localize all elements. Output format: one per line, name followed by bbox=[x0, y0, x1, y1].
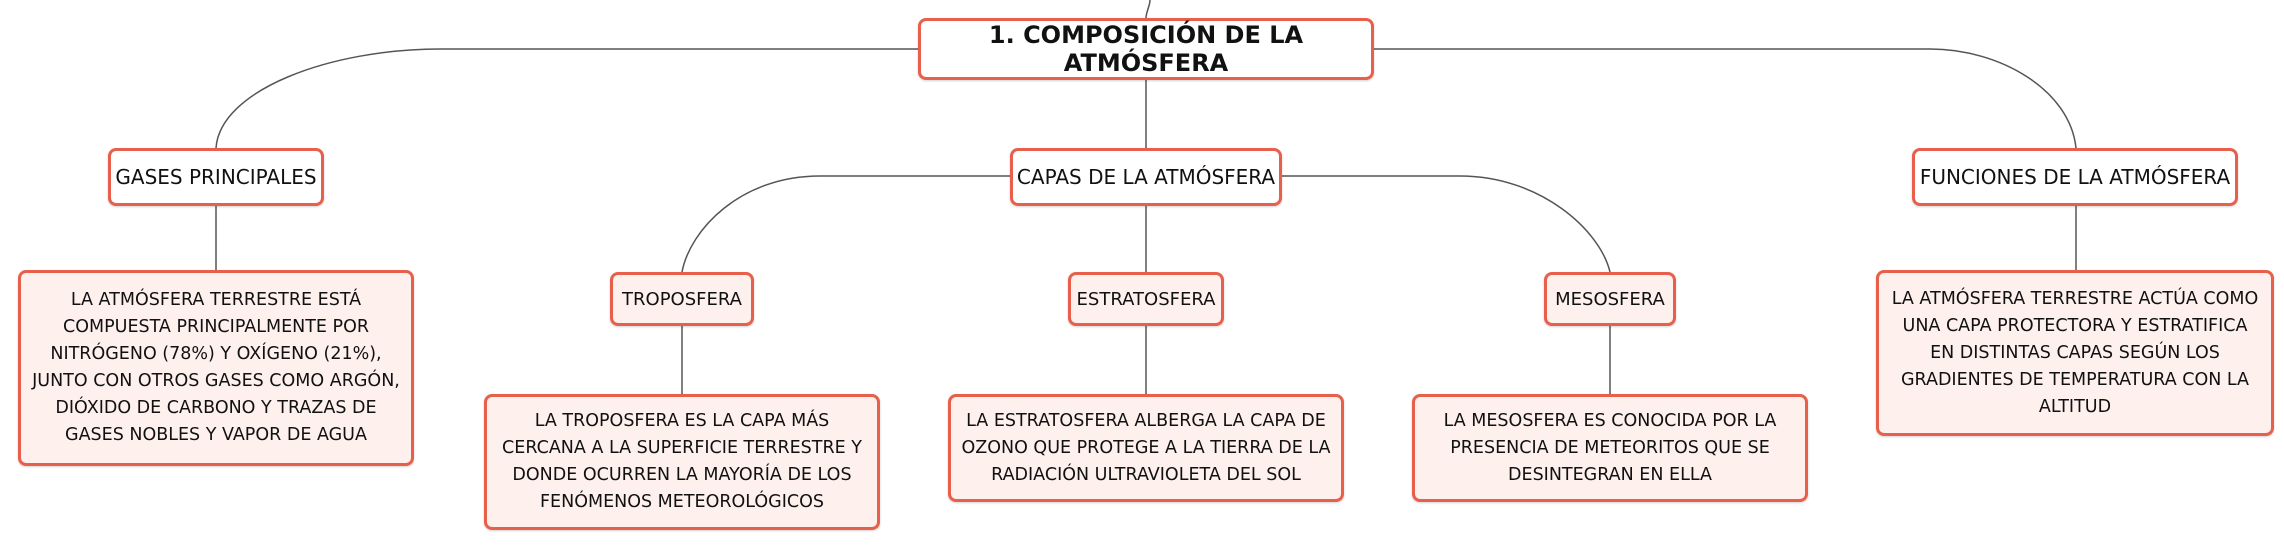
desc-gases-principales-text: LA ATMÓSFERA TERRESTRE ESTÁ COMPUESTA PR… bbox=[32, 290, 400, 445]
topic-capas-atmosfera-label: CAPAS DE LA ATMÓSFERA bbox=[1016, 165, 1276, 189]
connector-root-top bbox=[1145, 0, 1151, 19]
subtopic-mesosfera[interactable]: MESOSFERA bbox=[1544, 272, 1676, 326]
subtopic-troposfera[interactable]: TROPOSFERA bbox=[610, 272, 754, 326]
topic-funciones-atmosfera-label: FUNCIONES DE LA ATMÓSFERA bbox=[1919, 165, 2231, 189]
topic-gases-principales[interactable]: GASES PRINCIPALES bbox=[108, 148, 324, 206]
connector-root-to-funciones bbox=[1374, 48, 2077, 149]
desc-mesosfera[interactable]: LA MESOSFERA ES CONOCIDA POR LA PRESENCI… bbox=[1412, 394, 1808, 502]
subtopic-estratosfera[interactable]: ESTRATOSFERA bbox=[1068, 272, 1224, 326]
desc-funciones-atmosfera[interactable]: LA ATMÓSFERA TERRESTRE ACTÚA COMO UNA CA… bbox=[1876, 270, 2274, 436]
desc-mesosfera-text: LA MESOSFERA ES CONOCIDA POR LA PRESENCI… bbox=[1443, 410, 1777, 485]
topic-gases-principales-label: GASES PRINCIPALES bbox=[115, 165, 317, 189]
topic-capas-atmosfera[interactable]: CAPAS DE LA ATMÓSFERA bbox=[1010, 148, 1282, 206]
desc-funciones-atmosfera-text: LA ATMÓSFERA TERRESTRE ACTÚA COMO UNA CA… bbox=[1891, 288, 2259, 417]
connector-root-to-gases bbox=[215, 48, 918, 149]
subtopic-mesosfera-label: MESOSFERA bbox=[1555, 288, 1665, 310]
desc-troposfera[interactable]: LA TROPOSFERA ES LA CAPA MÁS CERCANA A L… bbox=[484, 394, 880, 530]
subtopic-troposfera-label: TROPOSFERA bbox=[622, 288, 742, 310]
topic-funciones-atmosfera[interactable]: FUNCIONES DE LA ATMÓSFERA bbox=[1912, 148, 2238, 206]
subtopic-estratosfera-label: ESTRATOSFERA bbox=[1076, 288, 1216, 310]
desc-gases-principales[interactable]: LA ATMÓSFERA TERRESTRE ESTÁ COMPUESTA PR… bbox=[18, 270, 414, 466]
root-topic[interactable]: 1. COMPOSICIÓN DE LA ATMÓSFERA bbox=[918, 18, 1374, 80]
desc-estratosfera[interactable]: LA ESTRATOSFERA ALBERGA LA CAPA DE OZONO… bbox=[948, 394, 1344, 502]
connector-capas-to-mesosfera bbox=[1282, 175, 1611, 273]
desc-estratosfera-text: LA ESTRATOSFERA ALBERGA LA CAPA DE OZONO… bbox=[961, 410, 1331, 485]
desc-troposfera-text: LA TROPOSFERA ES LA CAPA MÁS CERCANA A L… bbox=[502, 411, 862, 512]
root-topic-label: 1. COMPOSICIÓN DE LA ATMÓSFERA bbox=[988, 21, 1304, 77]
connector-capas-to-troposfera bbox=[681, 175, 1010, 273]
